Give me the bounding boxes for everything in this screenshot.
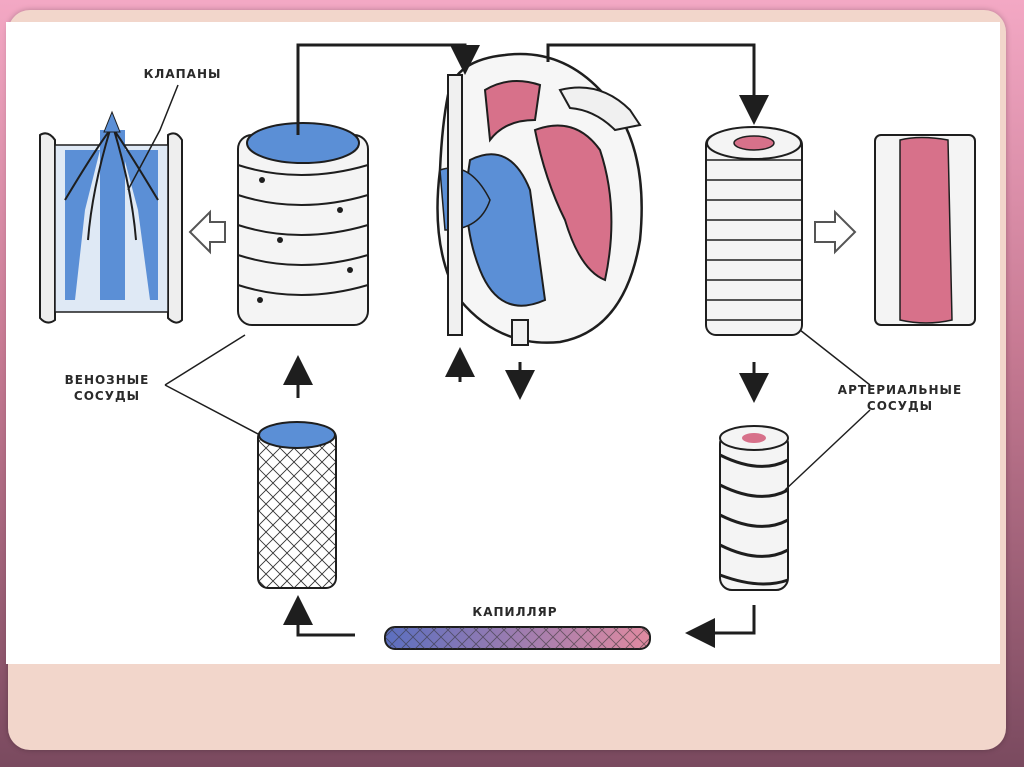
label-valves: КЛАПАНЫ	[143, 67, 222, 81]
label-venous-line2: СОСУДЫ	[73, 389, 141, 403]
label-venous-line1: ВЕНОЗНЫЕ	[64, 373, 150, 387]
leader-lines	[127, 84, 871, 491]
heart	[436, 52, 643, 346]
label-venous-vessels: ВЕНОЗНЫЕ СОСУДЫ	[52, 372, 162, 404]
label-arterial-line2: СОСУДЫ	[866, 399, 934, 413]
capillary	[384, 626, 651, 650]
arrow-capillary-to-venule	[283, 595, 355, 637]
vein-coiled-vessel	[237, 122, 369, 326]
arrow-heart-to-artery	[546, 43, 769, 125]
arrow-arteriole-to-capillary	[685, 605, 756, 648]
hollow-arrow-left	[188, 209, 226, 255]
artery-section	[874, 134, 976, 326]
artery-ringed-vessel	[705, 126, 803, 336]
venule-mesh-vessel	[257, 421, 337, 589]
arteriole-coiled-vessel	[719, 425, 789, 591]
label-arterial-vessels: АРТЕРИАЛЬНЫЕ СОСУДЫ	[820, 382, 980, 414]
hollow-arrow-right	[814, 209, 857, 255]
label-arterial-line1: АРТЕРИАЛЬНЫЕ	[837, 383, 963, 397]
arrow-vein-to-heart	[296, 43, 480, 135]
hollow-arrows	[188, 209, 857, 255]
vein-section-with-valves	[39, 110, 183, 324]
flow-arrows	[283, 43, 769, 648]
label-capillary: КАПИЛЛЯР	[472, 605, 558, 619]
